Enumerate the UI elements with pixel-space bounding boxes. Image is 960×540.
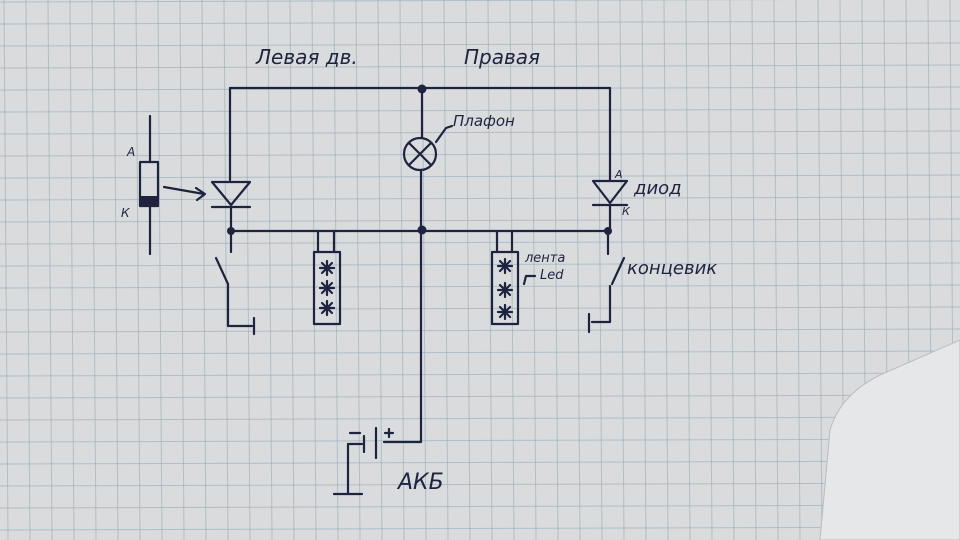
right-led-leads bbox=[495, 229, 514, 254]
left-door-label: Левая дв. bbox=[255, 45, 358, 69]
left-ground-wire bbox=[226, 282, 254, 328]
ceiling-lamp bbox=[402, 136, 438, 172]
led-strip-label-line2: Led bbox=[540, 268, 564, 283]
diode-sketch-arrow bbox=[162, 185, 207, 202]
left-diode bbox=[210, 180, 252, 209]
battery-plus-mark bbox=[383, 427, 395, 439]
lamp-label: Плафон bbox=[453, 112, 515, 130]
door-switch-label: концевик bbox=[627, 258, 717, 279]
left-led-leads bbox=[316, 229, 336, 254]
diode-label: диод bbox=[633, 178, 682, 199]
diode-sketch-band bbox=[140, 196, 158, 206]
led-label-leader bbox=[522, 274, 537, 286]
led-strip-label-line1: лента bbox=[524, 251, 565, 266]
torn-paper-corner bbox=[819, 339, 960, 540]
battery-label: АКБ bbox=[396, 470, 444, 495]
right-door-label: Правая bbox=[464, 45, 540, 69]
battery-symbol bbox=[362, 426, 378, 460]
right-ground-wire bbox=[590, 284, 612, 324]
diode-cathode-right-label: К bbox=[622, 205, 631, 218]
right-door-switch bbox=[610, 256, 626, 286]
diode-anode-right-label: А bbox=[614, 168, 623, 181]
center-down-wire bbox=[382, 228, 423, 444]
diode-cathode-left-label: К bbox=[121, 206, 130, 220]
diode-anode-left-label: А bbox=[126, 145, 135, 159]
battery-ground-wire bbox=[332, 442, 364, 496]
left-door-switch bbox=[214, 256, 230, 286]
right-led-strip bbox=[490, 250, 520, 326]
lamp-label-leader bbox=[434, 124, 454, 144]
left-led-strip bbox=[312, 250, 342, 326]
